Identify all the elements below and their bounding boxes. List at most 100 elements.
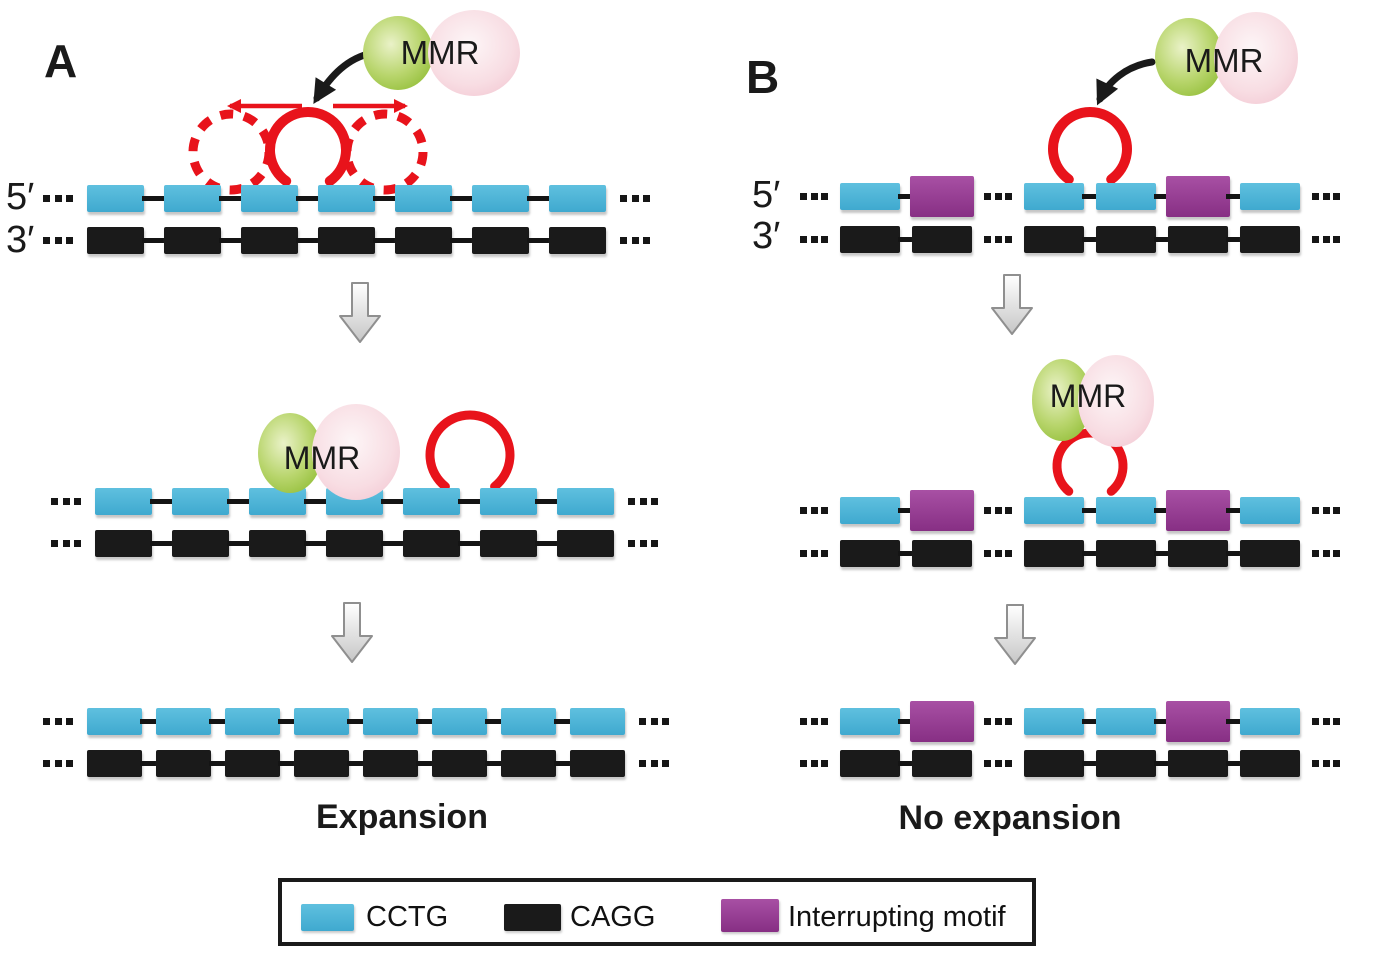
ellipsis-dot-icon bbox=[62, 498, 70, 505]
cctg-repeat-box bbox=[557, 488, 614, 515]
ellipsis-dot-icon bbox=[43, 760, 50, 767]
transient-loop-right-icon bbox=[342, 109, 428, 195]
strand-connector bbox=[1226, 508, 1242, 513]
ellipsis-dot-icon bbox=[43, 718, 50, 725]
strand-ellipsis-dots bbox=[800, 236, 828, 243]
ellipsis-dot-icon bbox=[821, 507, 828, 514]
ellipsis-dot-icon bbox=[620, 237, 627, 244]
cagg-repeat-box bbox=[1168, 226, 1228, 253]
strand-ellipsis-dots bbox=[43, 195, 73, 202]
ellipsis-dot-icon bbox=[1333, 236, 1340, 243]
ellipsis-dot-icon bbox=[43, 237, 50, 244]
ellipsis-dot-icon bbox=[1322, 507, 1330, 514]
strand-connector bbox=[209, 719, 227, 724]
cagg-repeat-box bbox=[1096, 226, 1156, 253]
ellipsis-dot-icon bbox=[631, 195, 639, 202]
strand-connector bbox=[296, 238, 320, 243]
ellipsis-dot-icon bbox=[994, 550, 1002, 557]
cctg-repeat-box bbox=[1096, 497, 1156, 524]
panel-b-3prime-label: 3′ bbox=[752, 215, 781, 257]
cctg-repeat-box bbox=[363, 708, 418, 735]
strand-ellipsis-dots bbox=[628, 540, 658, 547]
ellipsis-dot-icon bbox=[650, 760, 658, 767]
ellipsis-dot-icon bbox=[810, 193, 818, 200]
strand-connector bbox=[898, 761, 914, 766]
mmr-recruitment-arrow-b-icon bbox=[1096, 58, 1156, 106]
interrupting-motif-box bbox=[1166, 490, 1230, 531]
strand-connector bbox=[450, 196, 474, 201]
strand-connector bbox=[1154, 237, 1170, 242]
strand-connector bbox=[527, 196, 551, 201]
strand-connector bbox=[347, 719, 365, 724]
strand-ellipsis-dots bbox=[1312, 507, 1340, 514]
ellipsis-dot-icon bbox=[628, 540, 635, 547]
mmr-label-b-top: MMR bbox=[1184, 42, 1264, 79]
ellipsis-dot-icon bbox=[810, 507, 818, 514]
panel-b-5prime-label: 5′ bbox=[752, 174, 781, 216]
ellipsis-dot-icon bbox=[800, 193, 807, 200]
strand-ellipsis-dots bbox=[1312, 760, 1340, 767]
ellipsis-dot-icon bbox=[1322, 236, 1330, 243]
ellipsis-dot-icon bbox=[1005, 718, 1012, 725]
ellipsis-dot-icon bbox=[51, 540, 58, 547]
strand-ellipsis-dots bbox=[984, 236, 1012, 243]
mmr-complex-b-top bbox=[1155, 12, 1298, 104]
ellipsis-dot-icon bbox=[639, 540, 647, 547]
strand-ellipsis-dots bbox=[1312, 193, 1340, 200]
strand-connector bbox=[296, 196, 320, 201]
cagg-repeat-box bbox=[557, 530, 614, 557]
strand-connector bbox=[150, 499, 174, 504]
ellipsis-dot-icon bbox=[651, 498, 658, 505]
strand-ellipsis-dots bbox=[800, 193, 828, 200]
ellipsis-dot-icon bbox=[1312, 760, 1319, 767]
ellipsis-dot-icon bbox=[984, 193, 991, 200]
cctg-repeat-box bbox=[249, 488, 306, 515]
panel-b-label: B bbox=[746, 51, 780, 103]
cctg-repeat-box bbox=[1024, 183, 1084, 210]
cctg-repeat-box bbox=[472, 185, 529, 212]
cagg-repeat-box bbox=[1096, 540, 1156, 567]
panel-a-result-label: Expansion bbox=[316, 798, 488, 836]
ellipsis-dot-icon bbox=[994, 718, 1002, 725]
strand-connector bbox=[227, 541, 251, 546]
ellipsis-dot-icon bbox=[639, 498, 647, 505]
strand-connector bbox=[1226, 237, 1242, 242]
strand-ellipsis-dots bbox=[51, 498, 81, 505]
cctg-repeat-box bbox=[549, 185, 606, 212]
cagg-repeat-box bbox=[912, 750, 972, 777]
ellipsis-dot-icon bbox=[62, 540, 70, 547]
ellipsis-dot-icon bbox=[1312, 236, 1319, 243]
cctg-repeat-box bbox=[480, 488, 537, 515]
ellipsis-dot-icon bbox=[1005, 236, 1012, 243]
cctg-repeat-box bbox=[1240, 497, 1300, 524]
strand-connector bbox=[898, 719, 914, 724]
cctg-legend-label: CCTG bbox=[366, 901, 449, 933]
cctg-repeat-box bbox=[294, 708, 349, 735]
strand-connector bbox=[381, 499, 405, 504]
ellipsis-dot-icon bbox=[1005, 507, 1012, 514]
ellipsis-dot-icon bbox=[74, 540, 81, 547]
cagg-repeat-box bbox=[156, 750, 211, 777]
interrupting-motif-legend-swatch bbox=[721, 899, 779, 932]
ellipsis-dot-icon bbox=[821, 550, 828, 557]
process-step-arrow-b1-icon bbox=[991, 274, 1033, 335]
ellipsis-dot-icon bbox=[1333, 718, 1340, 725]
cctg-repeat-box bbox=[1096, 708, 1156, 735]
cagg-repeat-box bbox=[549, 227, 606, 254]
cctg-repeat-box bbox=[225, 708, 280, 735]
strand-connector bbox=[535, 541, 559, 546]
strand-connector bbox=[485, 719, 503, 724]
ellipsis-dot-icon bbox=[1322, 718, 1330, 725]
strand-connector bbox=[898, 551, 914, 556]
ellipsis-dot-icon bbox=[800, 718, 807, 725]
cagg-repeat-box bbox=[225, 750, 280, 777]
strand-connector bbox=[554, 719, 572, 724]
process-step-arrow-a1-icon bbox=[339, 282, 381, 343]
panel-a-5prime-label: 5′ bbox=[6, 176, 35, 218]
cagg-repeat-box bbox=[363, 750, 418, 777]
ellipsis-dot-icon bbox=[821, 193, 828, 200]
ellipsis-dot-icon bbox=[994, 236, 1002, 243]
cctg-repeat-box bbox=[164, 185, 221, 212]
